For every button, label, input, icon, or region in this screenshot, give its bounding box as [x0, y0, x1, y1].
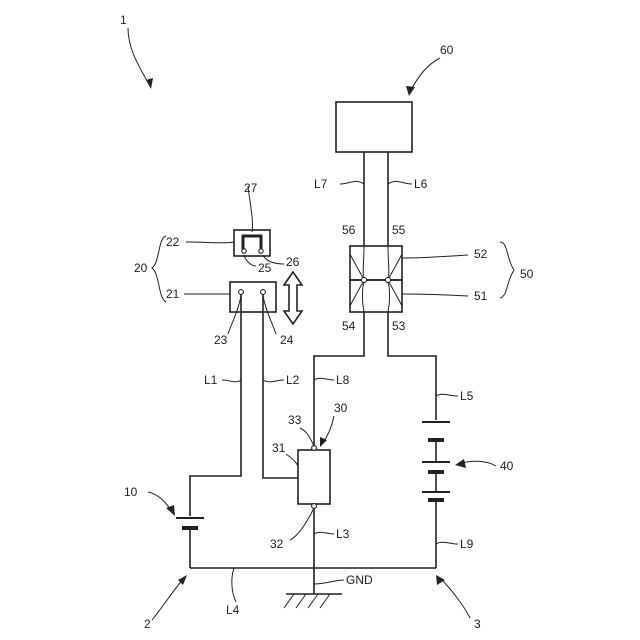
ref-arrow-40: [455, 459, 496, 468]
label-L4: L4: [226, 603, 240, 617]
label-GND: GND: [346, 573, 373, 587]
label-30: 30: [334, 401, 348, 415]
label-fig: 1: [120, 13, 127, 27]
ref-arrow-1: [128, 28, 153, 89]
label-32: 32: [270, 537, 284, 551]
label-2: 2: [144, 617, 151, 631]
label-23: 23: [214, 333, 228, 347]
label-L5: L5: [460, 389, 474, 403]
label-L9: L9: [460, 537, 474, 551]
label-L2: L2: [286, 373, 300, 387]
label-33: 33: [288, 413, 302, 427]
label-L1: L1: [204, 373, 218, 387]
label-L7: L7: [314, 177, 328, 191]
label-51: 51: [474, 289, 488, 303]
battery-10: [176, 518, 204, 528]
ref-arrow-3: [436, 575, 470, 618]
ground-symbol: [284, 568, 342, 608]
label-50: 50: [520, 267, 534, 281]
label-L3: L3: [336, 527, 350, 541]
insert-arrow: [284, 272, 302, 324]
ref-arrow-10: [148, 492, 175, 516]
label-L8: L8: [336, 373, 350, 387]
label-25: 25: [258, 261, 272, 275]
label-40: 40: [500, 459, 514, 473]
label-26: 26: [286, 255, 300, 269]
ref-arrow-60: [406, 58, 440, 96]
label-31: 31: [272, 441, 286, 455]
label-27: 27: [244, 181, 258, 195]
device-box: [336, 102, 412, 152]
ref-arrow-2: [152, 575, 187, 620]
label-L6: L6: [414, 177, 428, 191]
label-3: 3: [474, 617, 481, 631]
label-22: 22: [166, 235, 180, 249]
label-55: 55: [392, 223, 406, 237]
label-56: 56: [342, 223, 356, 237]
label-21: 21: [166, 287, 180, 301]
label-24: 24: [280, 333, 294, 347]
relay-30: [298, 446, 330, 509]
label-54: 54: [342, 319, 356, 333]
plug-50: [350, 246, 402, 312]
label-20: 20: [134, 261, 148, 275]
ref-arrow-30: [320, 416, 334, 447]
label-53: 53: [392, 319, 406, 333]
label-10: 10: [124, 485, 138, 499]
label-60: 60: [440, 43, 454, 57]
label-52: 52: [474, 247, 488, 261]
